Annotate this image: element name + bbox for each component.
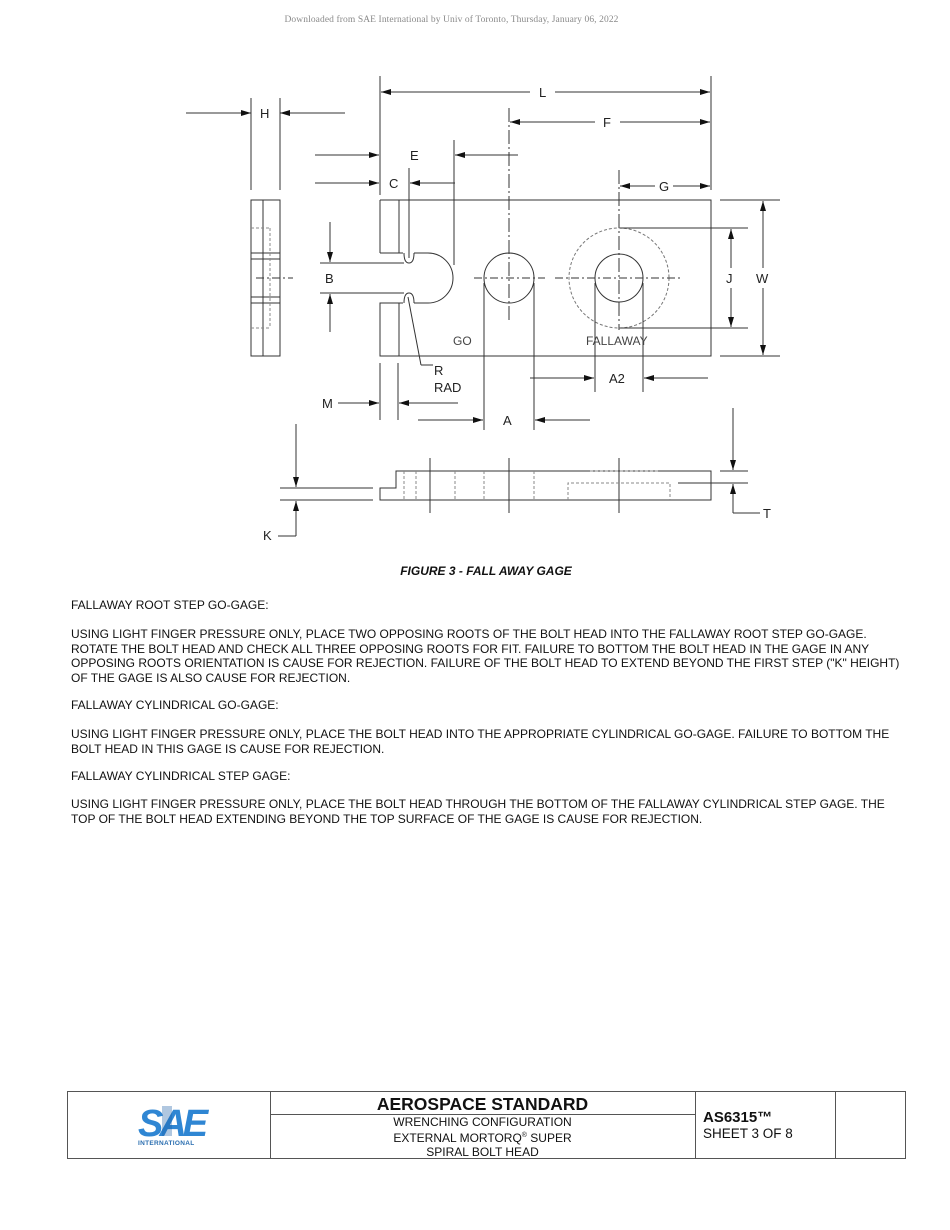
- sae-logo-icon: SAE: [138, 1103, 214, 1145]
- dim-label-b: B: [325, 271, 334, 286]
- title-line-3: SPIRAL BOLT HEAD: [426, 1145, 539, 1159]
- dim-label-k: K: [263, 528, 272, 543]
- dim-label-g: G: [659, 179, 669, 194]
- registered-mark: ®: [521, 1132, 527, 1139]
- fallaway-label: FALLAWAY: [586, 334, 648, 348]
- go-label: GO: [453, 334, 472, 348]
- fall-away-gage-drawing: H L F E C G B J W R RAD M A A2 K T GO FA…: [186, 76, 780, 543]
- dim-label-f: F: [603, 115, 611, 130]
- title-cell: AEROSPACE STANDARD WRENCHING CONFIGURATI…: [270, 1092, 696, 1159]
- title-line-2: EXTERNAL MORTORQ® SUPER: [270, 1129, 695, 1145]
- dim-label-rad: RAD: [434, 380, 461, 395]
- blank-cell: [836, 1092, 905, 1158]
- sae-logo-cell: SAE INTERNATIONAL: [68, 1092, 271, 1158]
- document-number: AS6315™: [703, 1109, 773, 1126]
- dim-label-t: T: [763, 506, 771, 521]
- title-line-2-text: EXTERNAL MORTORQ: [393, 1131, 522, 1145]
- document-title: WRENCHING CONFIGURATION EXTERNAL MORTORQ…: [270, 1115, 695, 1159]
- section-text-root-step: USING LIGHT FINGER PRESSURE ONLY, PLACE …: [71, 627, 900, 685]
- title-block: SAE INTERNATIONAL AEROSPACE STANDARD WRE…: [67, 1091, 906, 1159]
- dim-label-l: L: [539, 85, 546, 100]
- section-heading-cylindrical-go: FALLAWAY CYLINDRICAL GO-GAGE:: [71, 698, 279, 712]
- standard-type: AEROSPACE STANDARD: [270, 1092, 695, 1115]
- dim-label-w: W: [756, 271, 769, 286]
- figure-caption: FIGURE 3 - FALL AWAY GAGE: [400, 564, 572, 578]
- dim-label-c: C: [389, 176, 398, 191]
- section-heading-root-step: FALLAWAY ROOT STEP GO-GAGE:: [71, 598, 269, 612]
- dim-label-j: J: [726, 271, 733, 286]
- document-number-cell: AS6315™ SHEET 3 OF 8: [695, 1092, 836, 1158]
- section-text-cylindrical-go: USING LIGHT FINGER PRESSURE ONLY, PLACE …: [71, 727, 890, 756]
- dim-label-h: H: [260, 106, 269, 121]
- section-text-cylindrical-step: USING LIGHT FINGER PRESSURE ONLY, PLACE …: [71, 797, 885, 826]
- logo-international-text: INTERNATIONAL: [138, 1140, 195, 1147]
- dim-label-e: E: [410, 148, 419, 163]
- svg-text:SAE: SAE: [138, 1103, 210, 1145]
- dim-label-a2: A2: [609, 371, 625, 386]
- dim-label-r: R: [434, 363, 443, 378]
- download-watermark: Downloaded from SAE International by Uni…: [284, 15, 619, 25]
- dim-label-m: M: [322, 396, 333, 411]
- title-line-2-suffix: SUPER: [526, 1131, 572, 1145]
- title-line-1: WRENCHING CONFIGURATION: [393, 1115, 572, 1129]
- sheet-number: SHEET 3 OF 8: [703, 1126, 793, 1141]
- section-heading-cylindrical-step: FALLAWAY CYLINDRICAL STEP GAGE:: [71, 769, 291, 783]
- dim-label-a: A: [503, 413, 512, 428]
